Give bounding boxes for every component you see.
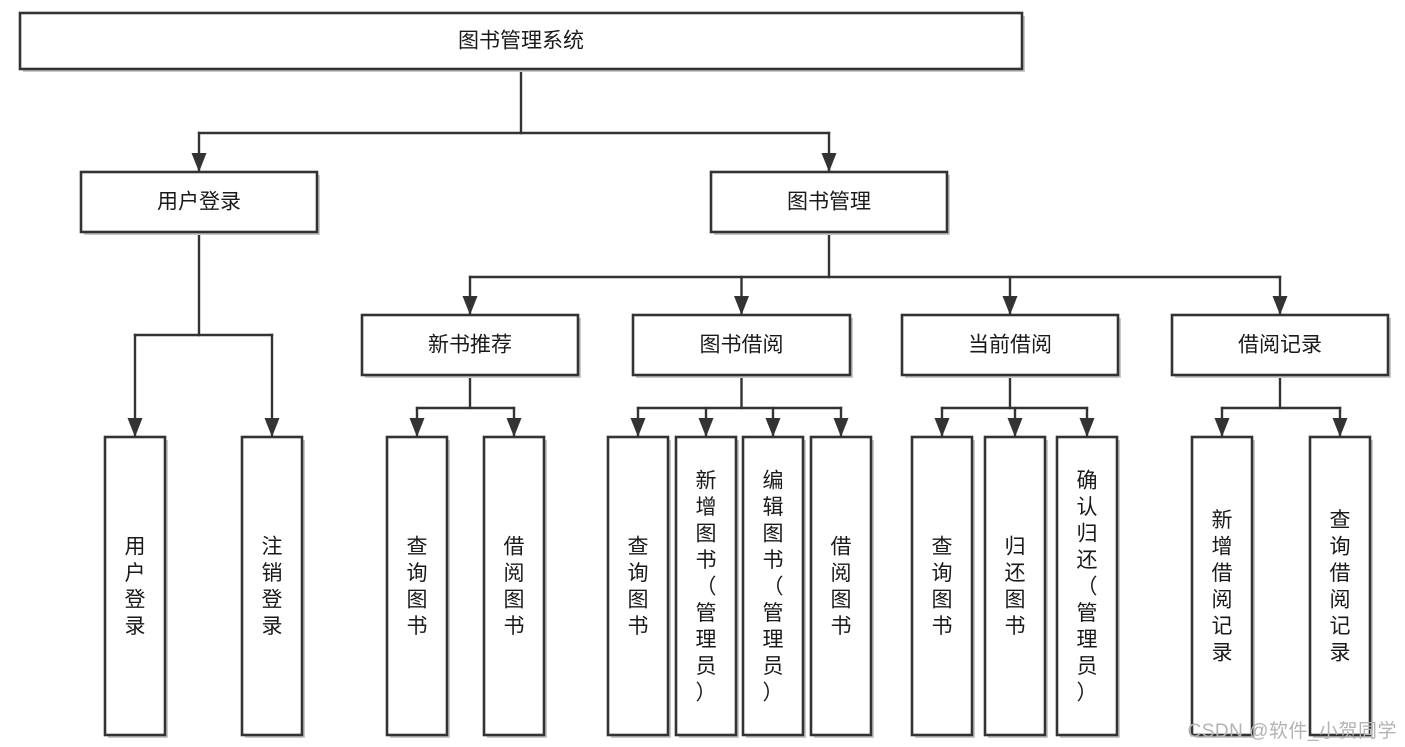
connector-layer [127, 67, 1348, 438]
watermark-label: CSDN @软件_小贺同学 [1187, 721, 1397, 742]
node-label: 新增借阅记录 [1212, 509, 1233, 665]
node-leaf-add-book[interactable]: 新增图书（管理员） [674, 435, 739, 738]
node-box[interactable] [809, 435, 873, 737]
node-box[interactable] [709, 170, 949, 234]
node-leaf-user-login[interactable]: 用户登录 [103, 435, 168, 738]
node-box[interactable] [103, 435, 167, 737]
node-new-book-recommend[interactable]: 新书推荐 [360, 313, 581, 378]
arrow-head-icon [1079, 418, 1095, 437]
node-box[interactable] [385, 435, 449, 737]
arrow-head-icon [1007, 418, 1023, 437]
arrow-head-icon [765, 418, 781, 437]
node-book-management[interactable]: 图书管理 [709, 170, 950, 235]
node-label: 当前借阅 [968, 334, 1052, 357]
node-leaf-borrow-book-2[interactable]: 借阅图书 [809, 435, 874, 738]
node-leaf-confirm-return[interactable]: 确认归还（管理员） [1055, 435, 1120, 738]
node-leaf-borrow-book-1[interactable]: 借阅图书 [482, 435, 547, 738]
node-box[interactable] [1170, 313, 1390, 377]
node-box[interactable] [240, 435, 304, 737]
arrow-head-icon [506, 418, 522, 437]
node-label: 图书借阅 [700, 334, 784, 357]
node-box[interactable] [482, 435, 546, 737]
arrow-head-icon [1332, 418, 1348, 437]
node-box[interactable] [983, 435, 1047, 737]
arrow-head-icon [934, 418, 950, 437]
node-label: 用户登录 [157, 191, 241, 214]
node-leaf-return-book[interactable]: 归还图书 [983, 435, 1048, 738]
node-label: 查询借阅记录 [1330, 509, 1351, 665]
arrow-head-icon [698, 418, 714, 437]
node-leaf-logout[interactable]: 注销登录 [240, 435, 305, 738]
node-box[interactable] [1055, 435, 1119, 737]
node-label: 归还图书 [1005, 536, 1026, 639]
arrow-head-icon [630, 418, 646, 437]
arrow-head-icon [462, 296, 478, 315]
node-leaf-add-record[interactable]: 新增借阅记录 [1190, 435, 1255, 738]
node-borrow-record[interactable]: 借阅记录 [1170, 313, 1391, 378]
arrow-head-icon [264, 418, 280, 437]
arrow-head-icon [191, 153, 207, 172]
node-label: 用户登录 [125, 536, 146, 639]
node-box[interactable] [741, 435, 805, 737]
node-label: 图书管理 [787, 191, 871, 214]
node-label: 注销登录 [262, 536, 283, 639]
node-current-borrow[interactable]: 当前借阅 [900, 313, 1121, 378]
node-box[interactable] [18, 11, 1024, 71]
node-label: 图书管理系统 [458, 30, 584, 53]
node-label: 借阅图书 [504, 536, 525, 639]
node-box[interactable] [1190, 435, 1254, 737]
node-leaf-query-book-1[interactable]: 查询图书 [385, 435, 450, 738]
node-box[interactable] [79, 170, 319, 234]
node-label: 查询图书 [407, 536, 428, 639]
node-leaf-edit-book[interactable]: 编辑图书（管理员） [741, 435, 806, 738]
node-book-borrow[interactable]: 图书借阅 [631, 313, 853, 378]
node-label: 新增图书（管理员） [696, 469, 717, 704]
node-leaf-query-book-3[interactable]: 查询图书 [910, 435, 975, 738]
node-box[interactable] [1308, 435, 1372, 737]
node-label: 新书推荐 [428, 334, 512, 357]
node-box[interactable] [910, 435, 974, 737]
arrow-head-icon [734, 296, 749, 315]
node-root[interactable]: 图书管理系统 [18, 11, 1025, 72]
node-box[interactable] [606, 435, 670, 737]
arrow-head-icon [821, 153, 837, 172]
node-leaf-query-book-2[interactable]: 查询图书 [606, 435, 671, 738]
node-user-login[interactable]: 用户登录 [79, 170, 320, 235]
arrow-head-icon [1002, 296, 1018, 315]
node-label: 借阅图书 [831, 536, 852, 639]
arrow-head-icon [1272, 296, 1288, 315]
node-label: 编辑图书（管理员） [763, 469, 784, 704]
node-box[interactable] [360, 313, 580, 377]
node-leaf-query-record[interactable]: 查询借阅记录 [1308, 435, 1373, 738]
node-label: 查询图书 [628, 536, 649, 639]
arrow-head-icon [409, 418, 425, 437]
arrow-head-icon [1214, 418, 1230, 437]
node-label: 查询图书 [932, 536, 953, 639]
node-layer: 图书管理系统用户登录图书管理新书推荐图书借阅当前借阅借阅记录用户登录注销登录查询… [18, 11, 1391, 738]
arrow-head-icon [127, 418, 143, 437]
node-label: 借阅记录 [1238, 334, 1322, 357]
node-box[interactable] [631, 313, 852, 377]
node-box[interactable] [674, 435, 738, 737]
arrow-head-icon [833, 418, 849, 437]
node-box[interactable] [900, 313, 1120, 377]
node-label: 确认归还（管理员） [1077, 469, 1098, 704]
